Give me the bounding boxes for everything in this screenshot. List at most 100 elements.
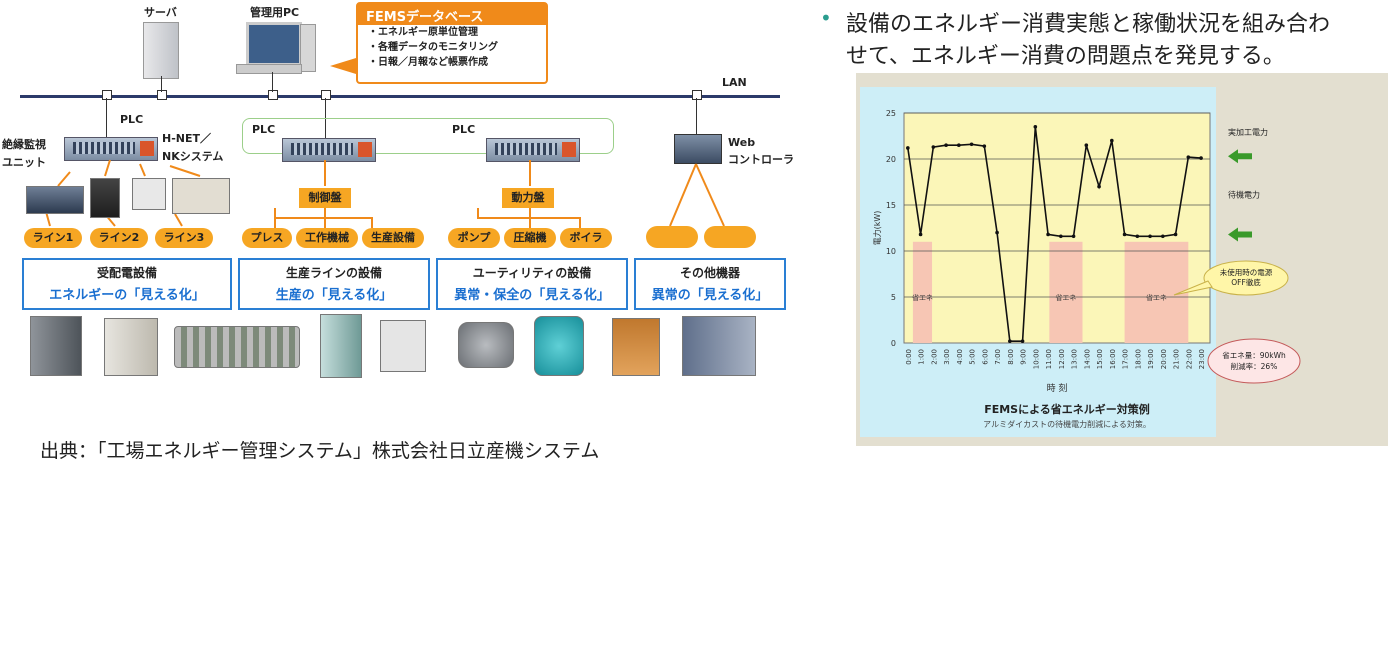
utility-pill: 圧縮機 [504, 228, 556, 248]
lan-drop [161, 76, 162, 92]
category-subtitle: エネルギーの「見える化」 [49, 288, 205, 303]
meter-device-icon [90, 178, 120, 218]
data-point [1122, 232, 1127, 237]
saving-region-label: 省エネ [912, 293, 933, 302]
plc-device-icon [64, 137, 158, 161]
data-point [1135, 234, 1140, 239]
savings-rate: 削減率：26% [1231, 361, 1278, 371]
x-tick-label: 18:00 [1134, 349, 1142, 369]
pump-icon [534, 316, 584, 376]
y-tick-label: 15 [886, 201, 896, 210]
y-tick-label: 10 [886, 247, 896, 256]
x-tick-label: 10:00 [1032, 349, 1040, 369]
web-controller-label: Web コントローラ [728, 136, 794, 166]
x-tick-label: 5:00 [969, 349, 977, 365]
category-box: 受配電設備 エネルギーの「見える化」 [22, 258, 232, 310]
callout-bubble [1203, 260, 1289, 296]
x-tick-label: 4:00 [956, 349, 964, 365]
x-tick-label: 6:00 [981, 349, 989, 365]
x-tick-label: 9:00 [1020, 349, 1028, 365]
x-tick-label: 1:00 [918, 349, 926, 365]
series-line [907, 126, 1202, 342]
x-tick-label: 3:00 [943, 349, 951, 365]
lan-connector [268, 90, 278, 100]
data-point [906, 146, 910, 150]
standby-power-label: 待機電力 [1228, 190, 1260, 200]
plc-device-icon [282, 138, 376, 162]
data-point [1173, 232, 1178, 237]
x-tick-label: 14:00 [1083, 349, 1091, 369]
data-point [1008, 339, 1012, 343]
fems-item: ・日報／月報など帳票作成 [368, 57, 488, 68]
x-tick-label: 13:00 [1071, 349, 1079, 369]
production-pill: 工作機械 [296, 228, 358, 248]
x-tick-label: 19:00 [1147, 349, 1155, 369]
fems-pointer [330, 58, 356, 74]
callout-text: 未使用時の電源 [1220, 267, 1273, 277]
data-point [995, 230, 999, 235]
callout-tail [1173, 280, 1213, 296]
category-subtitle: 生産の「見える化」 [275, 288, 393, 303]
web-controller-icon [674, 134, 722, 164]
data-point [1199, 156, 1203, 160]
plc-label: PLC [120, 113, 144, 126]
data-point [1110, 138, 1114, 143]
category-box: ユーティリティの設備 異常・保全の「見える化」 [436, 258, 628, 310]
lan-drop [272, 72, 273, 92]
x-tick-label: 11:00 [1045, 349, 1053, 369]
utility-pill: ボイラ [560, 228, 612, 248]
transformer-icon [30, 316, 82, 376]
x-tick-label: 7:00 [994, 349, 1002, 365]
line-pill: ライン1 [24, 228, 82, 248]
bullet-text-line: せて、エネルギー消費の問題点を発見する。 [846, 44, 1285, 69]
x-tick-label: 23:00 [1198, 349, 1206, 369]
x-tick-label: 16:00 [1109, 349, 1117, 369]
data-point [1148, 234, 1152, 239]
standby-power-arrow-icon [1228, 227, 1252, 242]
category-box: 生産ラインの設備 生産の「見える化」 [238, 258, 430, 310]
x-axis-label: 時 刻 [1047, 382, 1068, 394]
press-machine-icon [320, 314, 362, 378]
saving-region-label: 省エネ [1146, 293, 1167, 302]
admin-pc-label: 管理用PC [250, 6, 300, 19]
source-citation: 出典：「工場エネルギー管理システム」株式会社日立産機システム [40, 440, 600, 462]
fems-title: FEMSデータベース [358, 4, 546, 25]
data-point [1033, 125, 1038, 129]
data-point [1059, 234, 1063, 239]
actual-power-label: 実加工電力 [1228, 127, 1268, 137]
machine-tool-icon [380, 320, 426, 372]
x-tick-label: 21:00 [1173, 349, 1181, 369]
hnet-label: H-NET／ NKシステム [162, 132, 224, 163]
data-point [931, 145, 936, 149]
meter-device-icon [132, 178, 166, 210]
lan-connector [321, 90, 331, 100]
control-panel-box: 制御盤 [299, 188, 351, 208]
data-point [1186, 155, 1191, 159]
lan-line [20, 95, 780, 98]
x-tick-label: 17:00 [1122, 349, 1130, 369]
saving-region [1049, 241, 1083, 343]
plc-device-icon [486, 138, 580, 162]
bullet-text-line: 設備のエネルギー消費実態と稼働状況を組み合わ [846, 12, 1331, 37]
production-line-icon [174, 326, 300, 368]
connection-lines [39, 159, 725, 228]
data-point [969, 142, 974, 147]
production-pill: プレス [242, 228, 292, 248]
data-point [1161, 234, 1165, 239]
x-tick-label: 12:00 [1058, 349, 1066, 369]
line-pill: ライン3 [155, 228, 213, 248]
data-point [957, 143, 961, 147]
saving-region [912, 241, 933, 343]
category-title: 受配電設備 [96, 266, 157, 280]
lan-connector [157, 90, 167, 100]
data-point [1020, 339, 1025, 343]
power-panel-box: 動力盤 [502, 188, 554, 208]
y-tick-label: 0 [891, 339, 896, 348]
other-pill [704, 226, 756, 248]
lan-connector [102, 90, 112, 100]
plc-label: PLC [252, 123, 276, 136]
plc-label: PLC [452, 123, 476, 136]
server-label: サーバ [144, 6, 177, 19]
lan-connector [692, 90, 702, 100]
